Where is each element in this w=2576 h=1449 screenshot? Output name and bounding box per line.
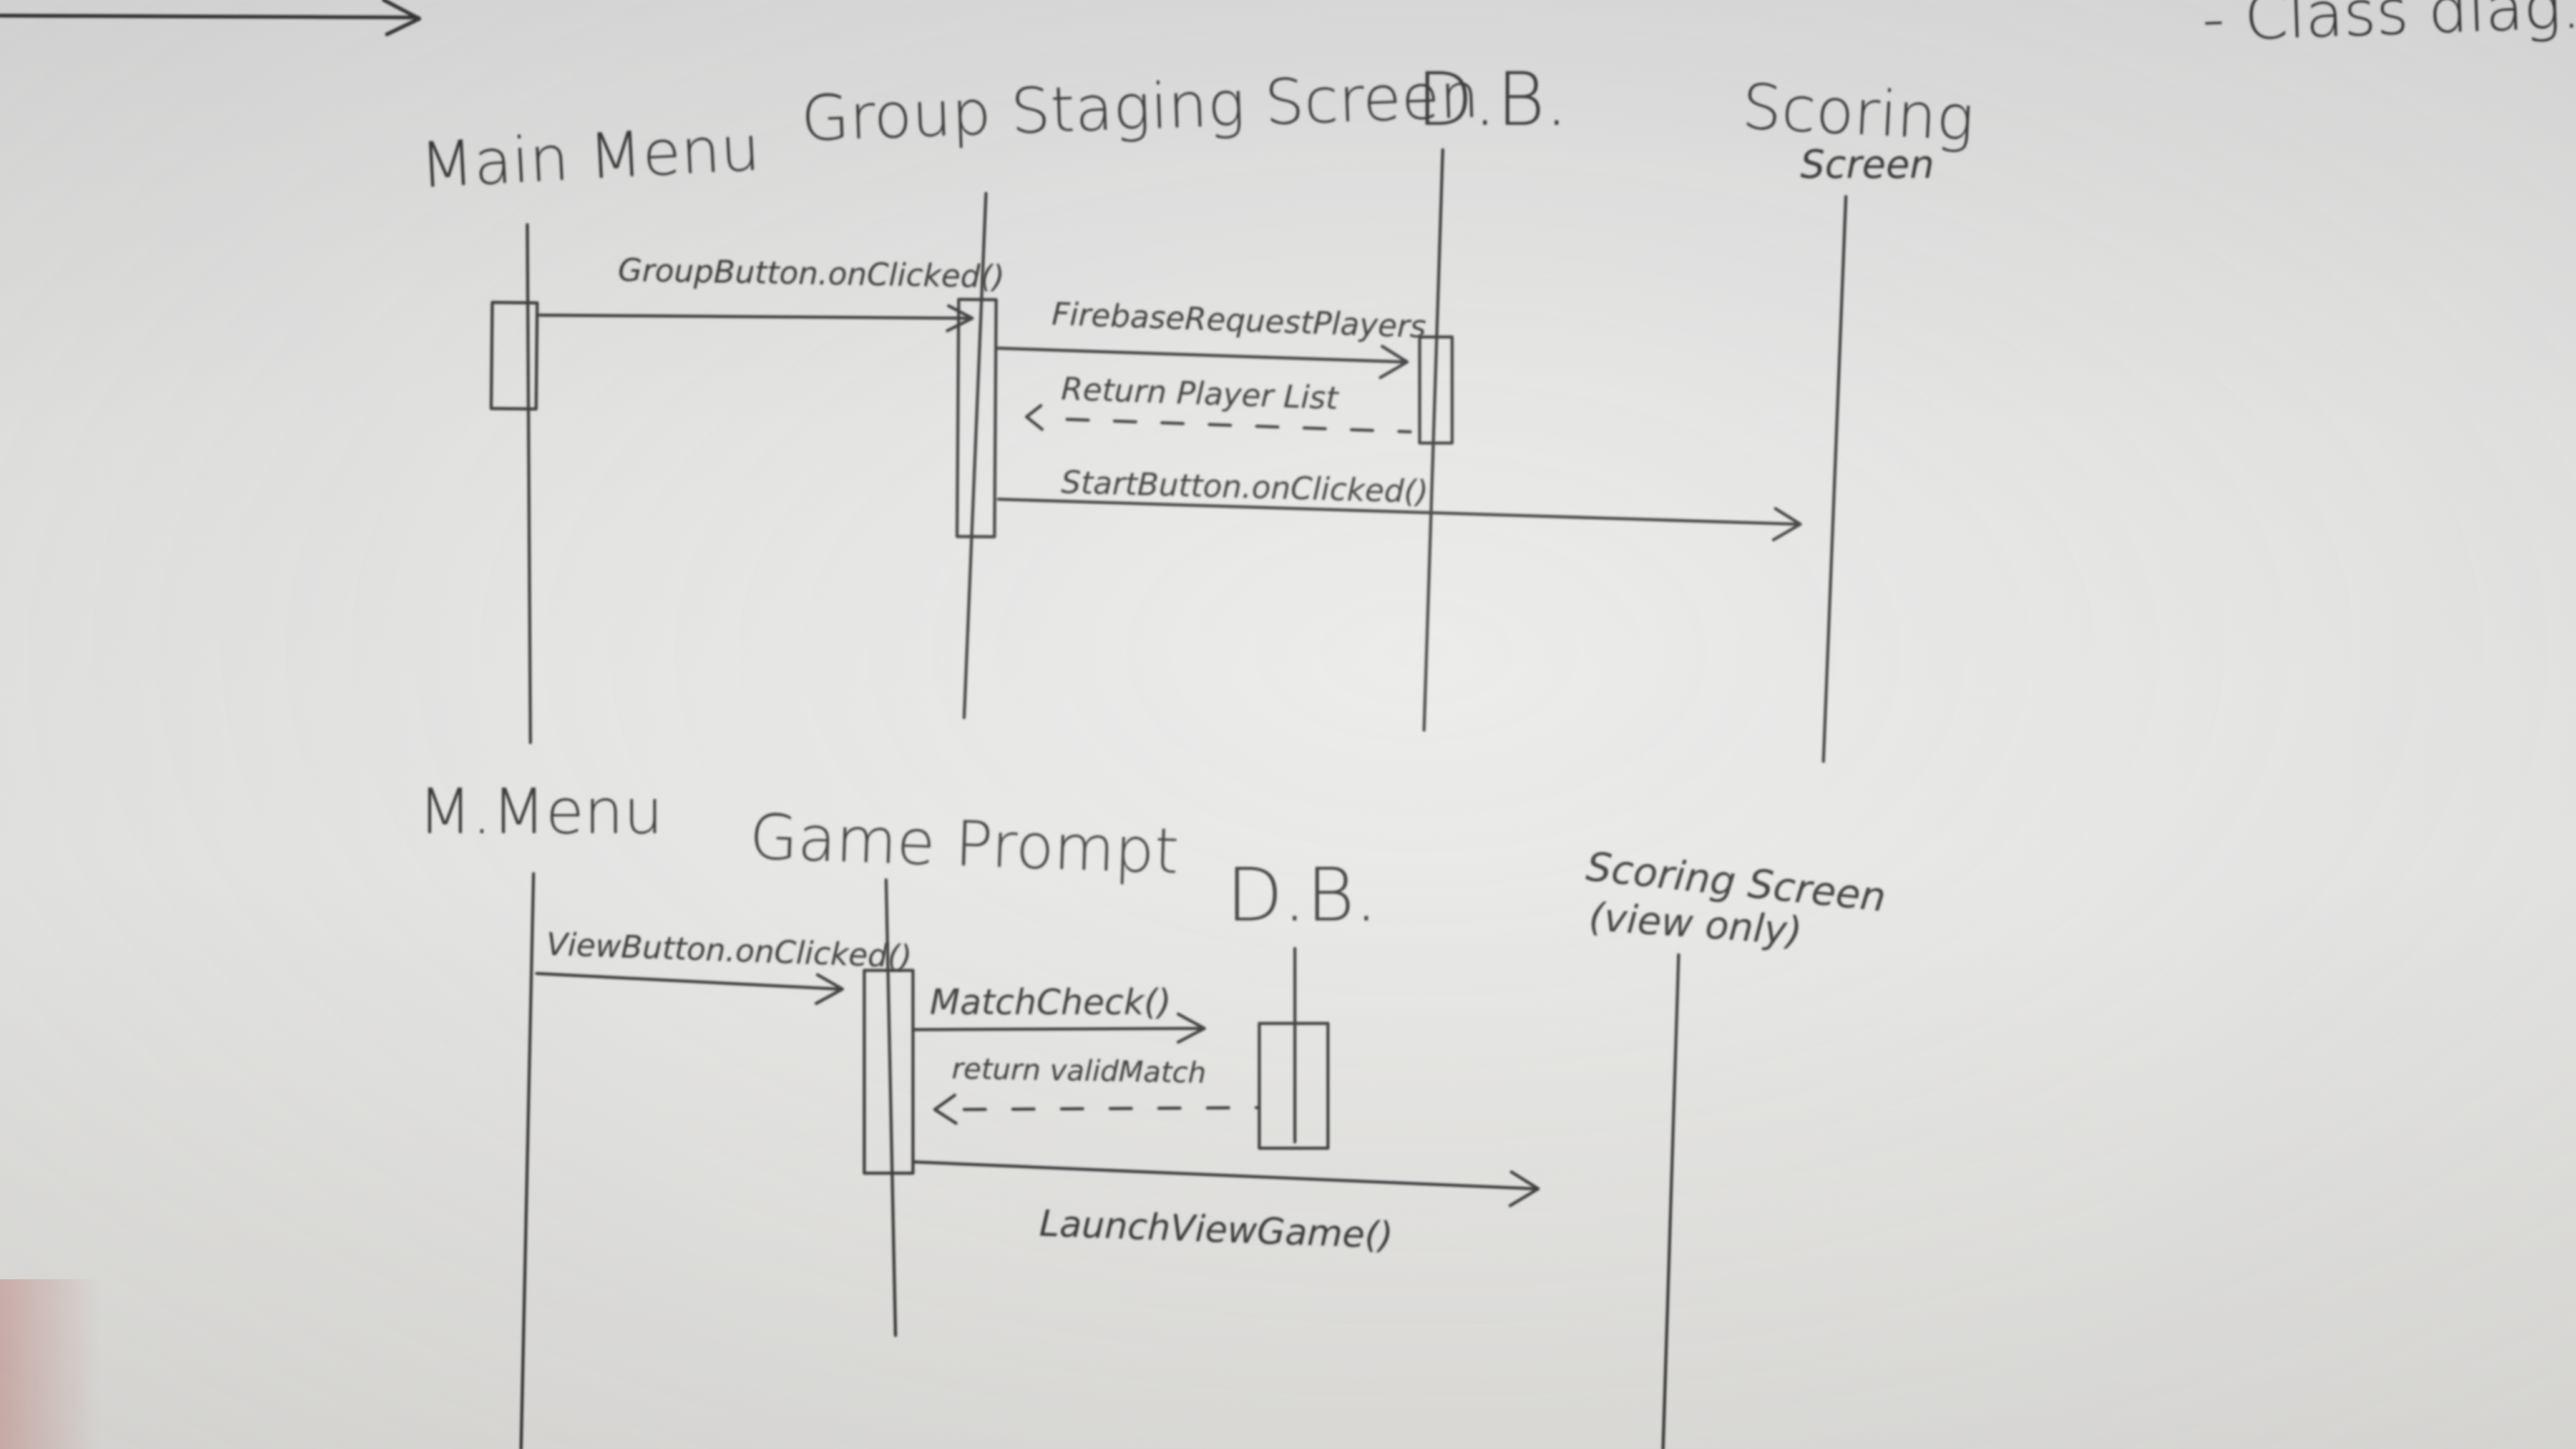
- msg-label-view-button: ViewButton.onClicked(): [546, 926, 913, 975]
- msg-arrow-start-button: [997, 497, 1802, 542]
- participant-group-staging-screen: Group Staging Screen: [800, 59, 1480, 155]
- msg-label-group-button: GroupButton.onClicked(): [618, 252, 1005, 295]
- lifeline-m-menu: [519, 872, 535, 1449]
- participant-m-menu: M.Menu: [418, 775, 663, 848]
- msg-arrow-group-button: [538, 304, 974, 333]
- activation-main-menu: [489, 301, 539, 411]
- participant-scoring-1-screen: Screen: [1800, 142, 1934, 187]
- msg-arrow-return-player-list: [1025, 404, 1412, 434]
- participant-game-prompt: Game Prompt: [748, 800, 1180, 888]
- participant-scoring-1: Scoring: [1740, 70, 1976, 155]
- msg-arrow-match-check: [912, 1012, 1206, 1044]
- activation-group-staging: [955, 298, 998, 539]
- corner-note: - Class diag.: [2201, 0, 2576, 56]
- stray-arrow: [0, 0, 421, 36]
- msg-arrow-firebase-request: [997, 344, 1409, 379]
- activation-game-prompt: [862, 968, 915, 1175]
- participant-db-2: D.B.: [1226, 852, 1378, 938]
- msg-label-firebase-request: FirebaseRequestPlayers: [1051, 296, 1427, 345]
- activation-db-1: [1418, 335, 1454, 445]
- msg-label-launch-view-game: LaunchViewGame(): [1039, 1202, 1394, 1257]
- msg-arrow-view-button: [535, 972, 844, 1005]
- lifeline-main-menu: [525, 223, 532, 744]
- board-edge-shadow: [0, 1279, 100, 1449]
- lifeline-scoring-screen-2: [1661, 953, 1681, 1449]
- msg-label-return-valid-match: return validMatch: [952, 1051, 1207, 1090]
- activation-db-2: [1257, 1022, 1330, 1150]
- participant-db-1: D.B.: [1417, 56, 1568, 142]
- lifeline-game-prompt: [884, 878, 897, 1337]
- msg-label-match-check: MatchCheck(): [930, 982, 1171, 1023]
- lifeline-scoring-screen-1: [1822, 195, 1848, 763]
- lifeline-group-staging-screen: [962, 192, 988, 720]
- msg-arrow-launch-view-game: [912, 1160, 1540, 1208]
- lifeline-db-1: [1422, 148, 1445, 732]
- participant-main-menu: Main Menu: [418, 112, 761, 202]
- msg-label-return-player-list: Return Player List: [1061, 371, 1340, 417]
- msg-arrow-return-valid-match: [933, 1093, 1259, 1125]
